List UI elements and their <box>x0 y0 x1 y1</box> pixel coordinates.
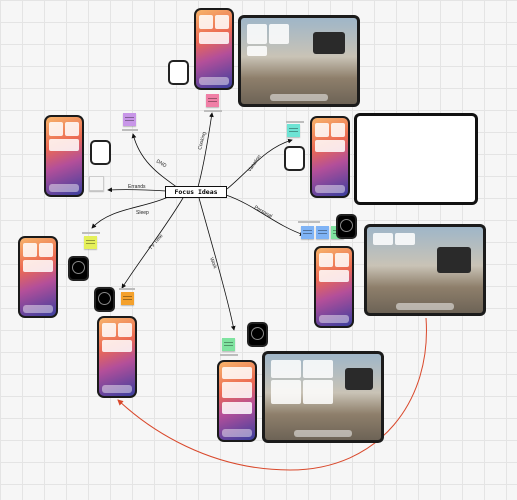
edge-tv-time <box>121 197 184 289</box>
edge-work <box>198 197 236 331</box>
edge-label-cooking: Cooking <box>197 131 208 150</box>
sticky-note-icon <box>89 176 104 191</box>
iphone-icon <box>44 115 84 197</box>
divider <box>119 288 135 290</box>
sticky-note-icon <box>123 113 136 126</box>
divider <box>220 354 238 356</box>
ipad-icon <box>262 351 384 443</box>
edge-label-dnd: DND <box>155 159 168 170</box>
edge-label-sleep: Sleep <box>136 210 149 216</box>
feedback-arrow <box>117 317 427 471</box>
central-node[interactable]: Focus Ideas <box>165 186 227 198</box>
iphone-icon <box>217 360 257 442</box>
apple-watch-icon <box>94 287 115 312</box>
sticky-note-icon <box>301 226 314 239</box>
iphone-icon <box>194 8 234 90</box>
apple-watch-icon <box>284 146 305 171</box>
apple-watch-icon <box>90 140 111 165</box>
ipad-icon <box>354 113 478 205</box>
iphone-icon <box>310 116 350 198</box>
divider <box>122 129 138 131</box>
divider <box>286 121 304 123</box>
edge-cooking <box>197 112 214 188</box>
ipad-icon <box>238 15 360 107</box>
edge-label-errands: Errands <box>128 184 146 190</box>
sticky-note-icon <box>121 292 134 305</box>
edge-sleep <box>91 196 169 229</box>
apple-watch-icon <box>68 256 89 281</box>
sticky-note-icon <box>84 236 97 249</box>
edge-vacation <box>226 138 293 190</box>
edge-personal <box>225 194 305 236</box>
sticky-note-icon <box>206 94 219 107</box>
sticky-note-icon <box>287 124 300 137</box>
sticky-note-icon <box>222 338 235 351</box>
edge-label-tv-time: TV Time <box>148 233 165 251</box>
iphone-icon <box>18 236 58 318</box>
sticky-note-icon <box>316 226 329 239</box>
divider <box>204 110 222 112</box>
apple-watch-icon <box>247 322 268 347</box>
divider <box>82 232 100 234</box>
apple-watch-icon <box>168 60 189 85</box>
iphone-icon <box>97 316 137 398</box>
edge-label-vacation: Vacation <box>247 154 263 173</box>
ipad-icon <box>364 224 486 316</box>
iphone-icon <box>314 246 354 328</box>
edge-dnd <box>131 133 179 189</box>
divider <box>298 221 320 223</box>
edge-label-personal: Personal <box>253 205 273 220</box>
apple-watch-icon <box>336 214 357 239</box>
edge-errands <box>107 187 167 193</box>
edge-label-work: Work <box>208 257 218 270</box>
